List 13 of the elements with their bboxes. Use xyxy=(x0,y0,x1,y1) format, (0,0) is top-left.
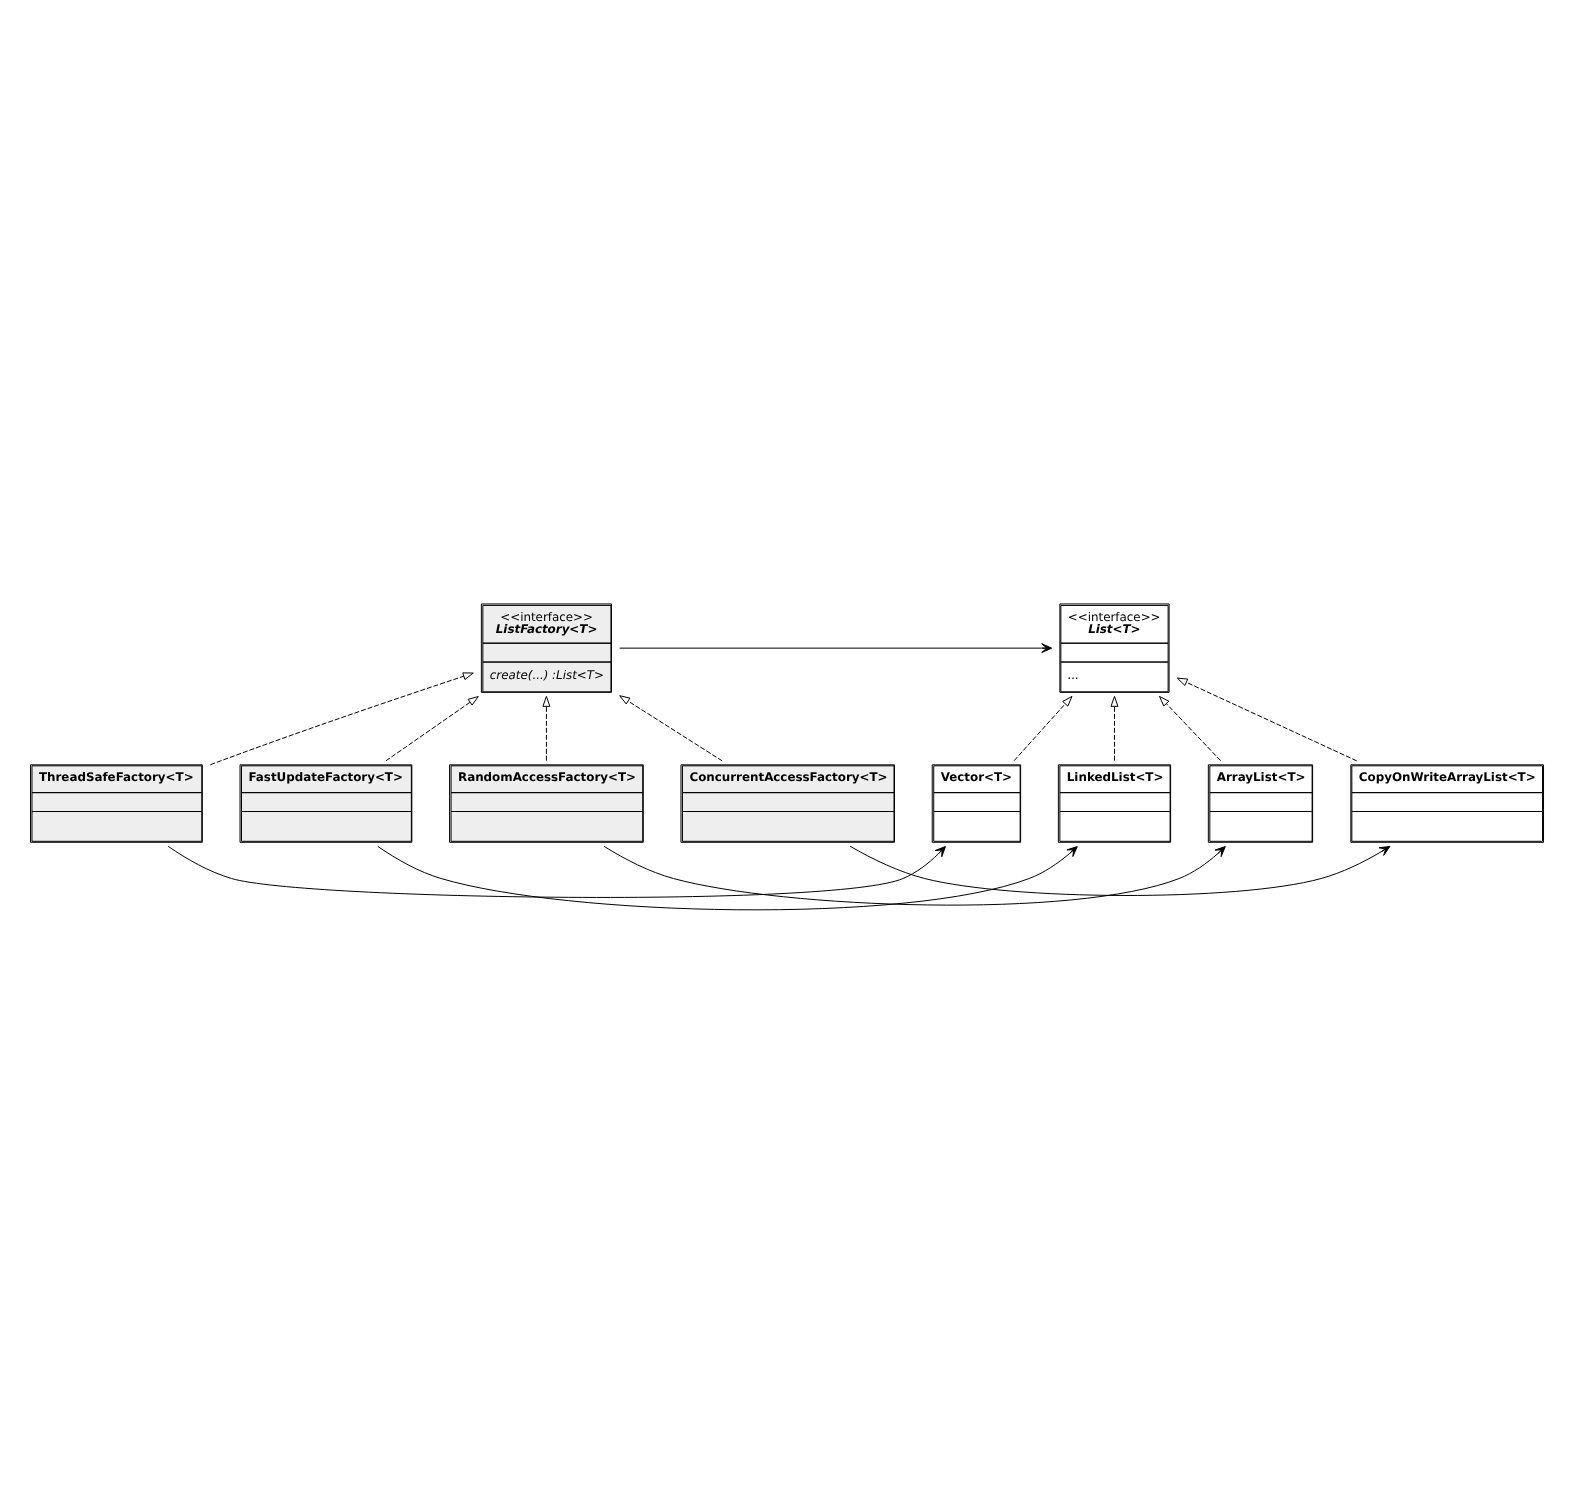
arrow xyxy=(619,643,1053,654)
arrow xyxy=(603,845,1226,906)
arrow xyxy=(209,672,474,766)
arrow xyxy=(385,696,479,762)
arrow xyxy=(542,695,551,762)
arrow xyxy=(619,695,723,762)
arrow xyxy=(1158,695,1222,762)
arrow xyxy=(1176,677,1358,762)
arrow xyxy=(849,845,1391,896)
arrow xyxy=(167,845,946,898)
arrow xyxy=(377,845,1078,911)
arrow xyxy=(1013,695,1073,762)
arrow xyxy=(1110,695,1119,762)
